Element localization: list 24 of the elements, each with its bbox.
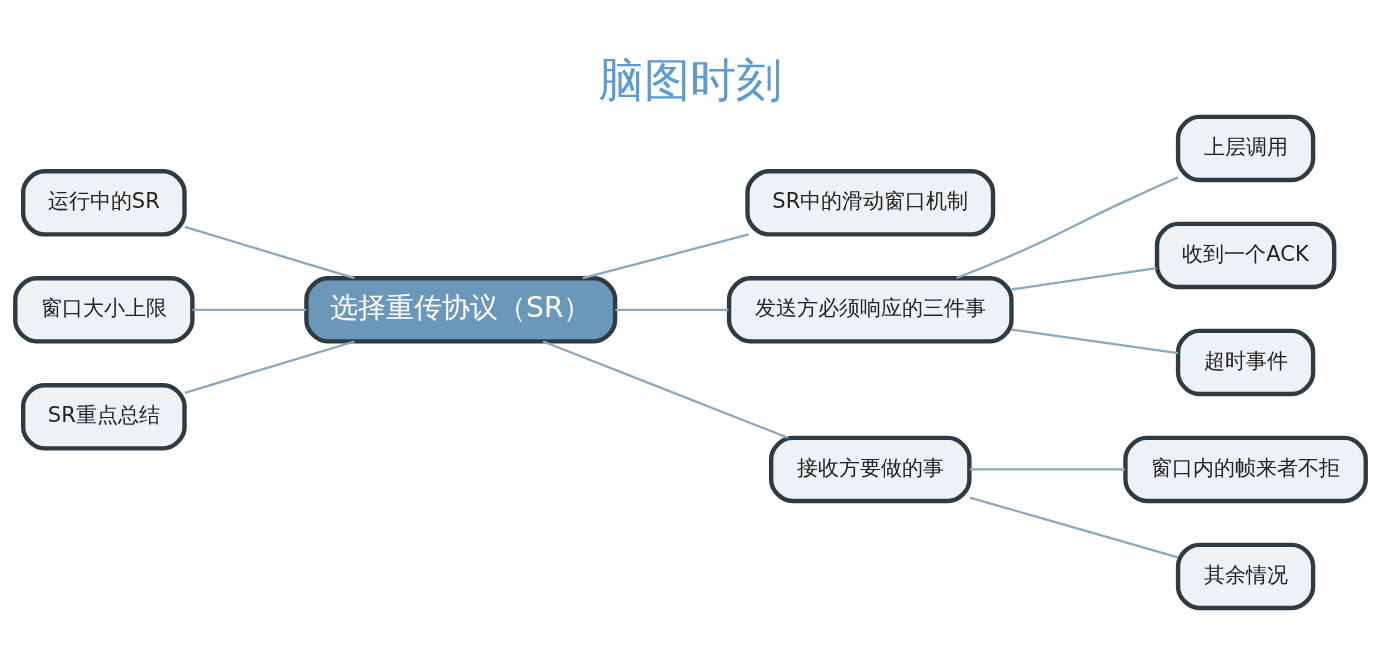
connector [184, 225, 355, 280]
diagram-title: 脑图时刻 [598, 53, 783, 107]
node-box: 选择重传协议（SR） [304, 276, 618, 344]
node-box: SR中的滑动窗口机制 [745, 169, 996, 237]
node-box: 收到一个ACK [1154, 221, 1337, 290]
connector [615, 308, 729, 311]
connector [956, 176, 1179, 280]
connector [1011, 328, 1179, 355]
node-box: 发送方必须响应的三件事 [726, 276, 1014, 344]
node-box: 其余情况 [1175, 542, 1316, 611]
connector [192, 308, 307, 311]
connector [582, 233, 749, 280]
node-box: 上层调用 [1175, 114, 1316, 183]
connector [1011, 267, 1157, 291]
node-box: 接收方要做的事 [769, 435, 972, 504]
connector [969, 468, 1125, 471]
node-box: 窗口大小上限 [13, 276, 195, 344]
node-box: 运行中的SR [20, 169, 187, 237]
node-box: SR重点总结 [20, 383, 187, 451]
node-box: 窗口内的帧来者不拒 [1123, 435, 1368, 504]
connector [969, 496, 1179, 559]
connector [184, 340, 355, 394]
node-box: 超时事件 [1175, 328, 1316, 397]
connector [542, 340, 789, 439]
